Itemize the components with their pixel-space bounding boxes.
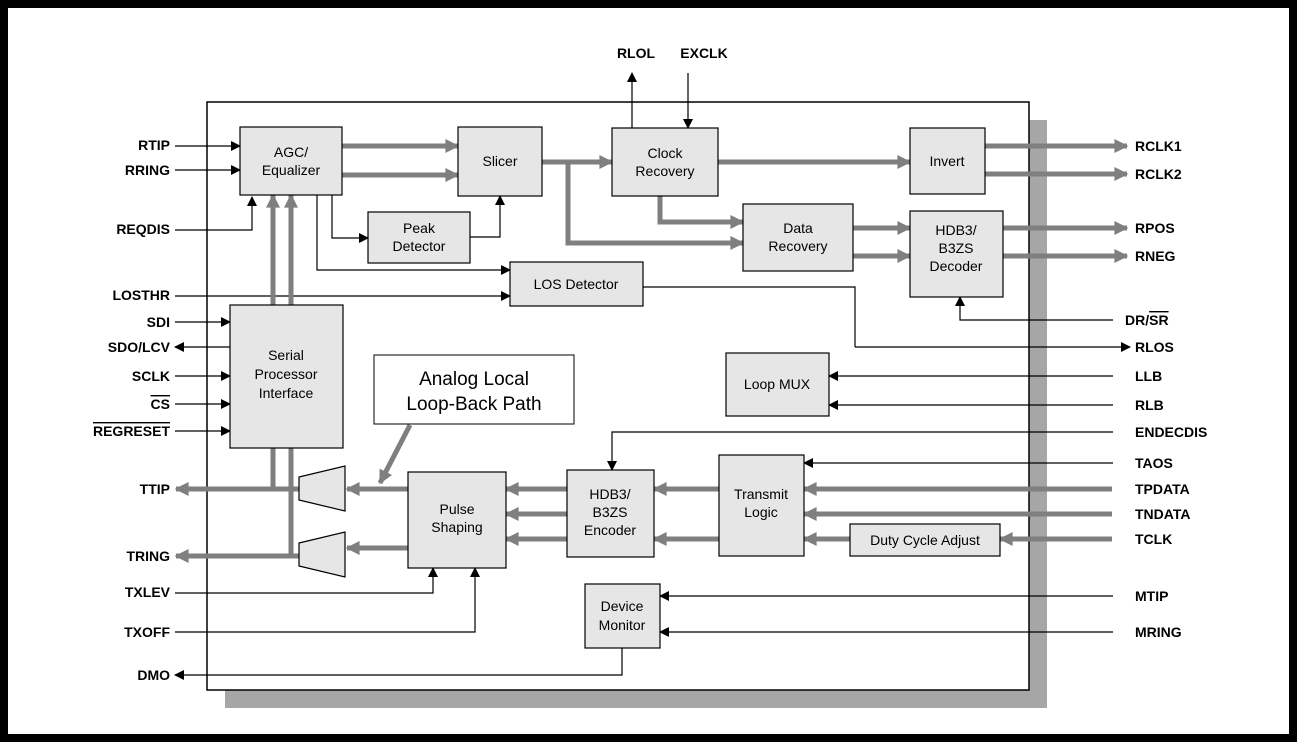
svg-text:Transmit: Transmit [734, 486, 788, 502]
svg-text:Peak: Peak [403, 220, 436, 236]
pin-labels: RLOL EXCLK RTIP RRING REQDIS LOSTHR SDI … [93, 45, 1207, 683]
pin-losthr: LOSTHR [112, 287, 170, 303]
svg-text:Recovery: Recovery [635, 163, 694, 179]
pin-llb: LLB [1135, 368, 1162, 384]
pin-rtip: RTIP [138, 137, 170, 153]
svg-text:Slicer: Slicer [482, 153, 517, 169]
svg-text:Invert: Invert [929, 153, 964, 169]
pulse-shaping-block: Pulse Shaping [407, 471, 507, 569]
los-detector-block: LOS Detector [509, 261, 644, 307]
tring-driver-trapezoid [298, 531, 346, 578]
pin-rring: RRING [125, 162, 170, 178]
pin-mtip: MTIP [1135, 588, 1168, 604]
pin-tndata: TNDATA [1135, 506, 1190, 522]
pin-rclk1: RCLK1 [1135, 138, 1182, 154]
pin-exclk: EXCLK [680, 45, 727, 61]
svg-text:LOS Detector: LOS Detector [534, 276, 619, 292]
pin-tpdata: TPDATA [1135, 481, 1190, 497]
svg-text:Processor: Processor [254, 366, 317, 382]
pin-sdi: SDI [147, 314, 170, 330]
svg-text:AGC/: AGC/ [274, 144, 308, 160]
pin-sclk: SCLK [132, 368, 170, 384]
svg-text:Logic: Logic [744, 504, 777, 520]
pin-cs: CS [151, 396, 170, 412]
pin-reqdis: REQDIS [116, 221, 170, 237]
svg-text:Duty Cycle Adjust: Duty Cycle Adjust [870, 532, 980, 548]
svg-text:Interface: Interface [259, 385, 314, 401]
pin-endecdis: ENDECDIS [1135, 424, 1207, 440]
thin-lines [174, 72, 1131, 680]
peak-detector-block: Peak Detector [367, 211, 471, 264]
data-recovery-block: Data Recovery [742, 203, 854, 272]
hdb3-decoder-block: HDB3/ B3ZS Decoder [909, 210, 1004, 298]
pin-ttip: TTIP [140, 481, 170, 497]
svg-text:Equalizer: Equalizer [262, 162, 321, 178]
svg-text:B3ZS: B3ZS [592, 504, 627, 520]
serial-processor-block: Serial Processor Interface [229, 304, 344, 449]
pin-rlol: RLOL [617, 45, 656, 61]
svg-text:HDB3/: HDB3/ [935, 222, 976, 238]
ttip-driver-trapezoid [298, 465, 346, 512]
pin-rlos: RLOS [1135, 339, 1174, 355]
svg-text:B3ZS: B3ZS [938, 240, 973, 256]
device-monitor-block: Device Monitor [584, 583, 661, 649]
clock-recovery-block: Clock Recovery [611, 127, 719, 197]
svg-text:Monitor: Monitor [599, 617, 646, 633]
agc-equalizer-block: AGC/ Equalizer [239, 126, 343, 196]
svg-text:Shaping: Shaping [431, 519, 482, 535]
pin-tring: TRING [126, 548, 170, 564]
analog-loopback-callout: Analog Local Loop-Back Path [373, 354, 575, 425]
pin-txoff: TXOFF [124, 624, 170, 640]
loop-mux-block: Loop MUX [725, 352, 830, 417]
pin-mring: MRING [1135, 624, 1182, 640]
svg-text:HDB3/: HDB3/ [589, 486, 630, 502]
bus-lines [174, 139, 1129, 563]
svg-text:Loop MUX: Loop MUX [744, 376, 811, 392]
svg-text:Detector: Detector [393, 238, 446, 254]
pin-rlb: RLB [1135, 397, 1164, 413]
pin-txlev: TXLEV [125, 584, 171, 600]
pin-dr-sr: DR/SR [1125, 312, 1169, 328]
duty-cycle-adjust-block: Duty Cycle Adjust [849, 523, 1001, 557]
pin-dmo: DMO [137, 667, 170, 683]
svg-text:Analog Local: Analog Local [419, 369, 529, 390]
pin-rclk2: RCLK2 [1135, 166, 1182, 182]
svg-text:Clock: Clock [647, 145, 683, 161]
svg-text:Encoder: Encoder [584, 522, 636, 538]
svg-text:Loop-Back Path: Loop-Back Path [406, 394, 541, 415]
slicer-block: Slicer [457, 126, 543, 197]
svg-text:Data: Data [783, 220, 813, 236]
invert-block: Invert [909, 127, 986, 195]
transmit-logic-block: Transmit Logic [718, 454, 805, 557]
pin-regreset: REGRESET [93, 423, 170, 439]
svg-text:Pulse: Pulse [439, 501, 474, 517]
pin-tclk: TCLK [1135, 531, 1172, 547]
hdb3-encoder-block: HDB3/ B3ZS Encoder [566, 469, 655, 558]
svg-text:Device: Device [601, 598, 644, 614]
svg-text:Decoder: Decoder [930, 258, 983, 274]
pin-sdo-lcv: SDO/LCV [108, 339, 171, 355]
pin-taos: TAOS [1135, 455, 1173, 471]
pin-rpos: RPOS [1135, 220, 1175, 236]
svg-text:Serial: Serial [268, 347, 304, 363]
svg-text:Recovery: Recovery [768, 238, 827, 254]
pin-rneg: RNEG [1135, 248, 1176, 264]
